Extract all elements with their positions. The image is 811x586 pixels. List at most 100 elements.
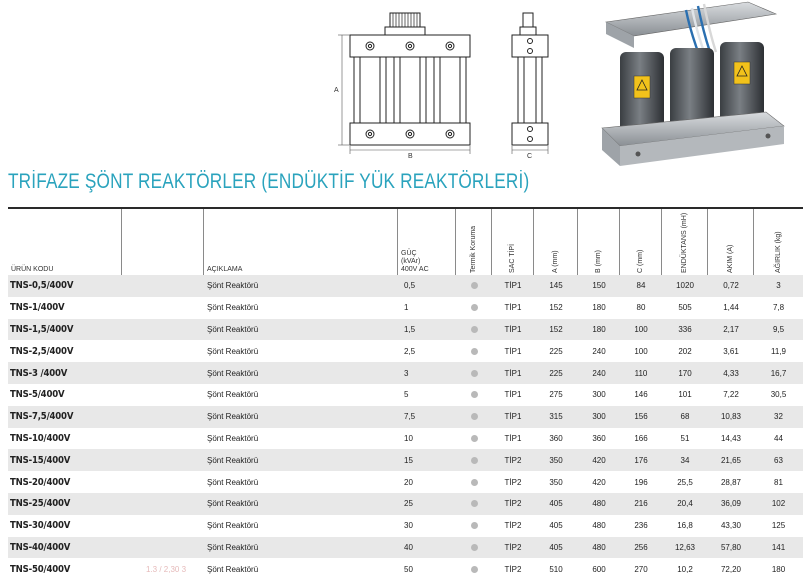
cell-power: 50 [404,564,413,574]
cell-c: 196 [634,477,648,487]
product-table: ÜRÜN KODU AÇIKLAMA GÜÇ (kVAr) 400V AC Te… [8,207,803,581]
cell-b: 180 [592,324,606,334]
cell-code: TNS-3 /400V [10,367,68,379]
cell-inductance: 170 [678,368,692,378]
cell-inductance: 16,8 [677,521,693,531]
cell-thermal [456,406,492,428]
cell-thermal [456,537,492,559]
cell-weight: 30,5 [770,390,787,400]
thermal-dot-icon [470,543,478,551]
header-code-label: ÜRÜN KODU [11,266,54,273]
cell-a: 152 [549,324,563,334]
cell-a: 405 [549,542,563,552]
table-row: TNS-0,5/400V Şönt Reaktörü 0,5 TİP1 145 … [8,275,803,297]
cell-current: 4,33 [723,368,739,378]
cell-weight: 11,9 [771,346,786,356]
cell-c: 100 [634,346,648,356]
cell-weight: 141 [771,542,786,552]
cell-a: 510 [549,564,563,574]
cell-b: 240 [592,368,606,378]
thermal-dot-icon [470,304,478,312]
cell-b: 420 [592,477,606,487]
cell-a: 315 [549,412,563,422]
cell-inductance: 34 [680,455,690,465]
side-view [511,12,549,146]
header-inductance: ENDÜKTANS (mH) [662,209,708,277]
thermal-dot-icon [470,434,478,442]
table-row: TNS-30/400V Şönt Reaktörü 30 TİP2 405 48… [8,514,803,537]
cell-thermal [456,558,492,580]
cell-inductance: 12,63 [674,542,696,552]
cell-desc: Şönt Reaktörü [207,521,259,531]
cell-code: TNS-1,5/400V [10,323,74,335]
cell-code: TNS-0,5/400V [10,280,74,292]
cell-power: 1,5 [404,324,416,334]
cell-weight: 16,7 [770,368,787,378]
header-power-line1: GÜÇ [401,250,417,257]
thermal-dot-icon [470,282,478,290]
cell-weight: 44 [774,433,783,443]
cell-c: 80 [636,303,646,313]
table-row: TNS-1/400V Şönt Reaktörü 1 TİP1 152 180 … [8,296,803,319]
header-code: ÜRÜN KODU [8,209,122,277]
thermal-dot-icon [470,456,478,464]
cell-inductance: 10,2 [677,564,693,574]
cell-c: 110 [634,368,648,378]
cell-a: 350 [549,477,563,487]
cell-desc: Şönt Reaktörü [207,412,259,422]
cell-b: 600 [592,564,606,574]
header-current: AKIM (A) [708,209,754,277]
cell-current: 14,43 [720,433,742,443]
header-current-label: AKIM (A) [726,244,734,273]
header-desc-label: AÇIKLAMA [207,266,243,273]
cell-weight: 7,8 [772,303,785,313]
cell-a: 350 [549,455,563,465]
header-thermal-label: Termik Koruma [469,225,477,273]
cell-thermal [456,428,492,450]
cell-a: 405 [549,521,563,531]
cell-inductance: 202 [678,346,692,356]
cell-b: 480 [592,542,606,552]
cell-weight: 125 [771,521,786,531]
header-sheet-label: SAC TİPİ [508,243,516,273]
cell-code: TNS-5/400V [10,389,65,401]
header-thermal: Termik Koruma [456,209,492,277]
dimension-drawing: A B C [334,12,549,158]
thermal-dot-icon [470,522,478,530]
header-power-line3: 400V AC [401,266,429,273]
cell-power: 5 [404,390,409,400]
cell-thermal [456,471,492,493]
cell-a: 360 [549,433,563,443]
cell-current: 3,61 [723,346,739,356]
cell-b: 180 [592,303,606,313]
cell-a: 275 [549,390,563,400]
cell-power: 2,5 [404,346,416,356]
cell-code: TNS-20/400V [10,476,71,488]
table-row: TNS-25/400V Şönt Reaktörü 25 TİP2 405 48… [8,492,803,515]
cell-current: 21,65 [720,455,742,465]
cell-a: 405 [549,499,563,509]
cell-code: TNS-15/400V [10,454,71,466]
cell-a: 152 [549,303,563,313]
cell-power: 30 [404,521,413,531]
header-c-label: C (mm) [636,249,644,273]
cell-sheet: TİP1 [504,368,522,378]
cell-sheet: TİP2 [504,521,522,531]
cell-power: 20 [404,477,413,487]
cell-desc: Şönt Reaktörü [207,368,259,378]
cell-b: 480 [592,521,606,531]
cell-desc: Şönt Reaktörü [207,281,259,291]
cell-inductance: 1020 [676,281,694,291]
table-row: TNS-15/400V Şönt Reaktörü 15 TİP2 350 42… [8,449,803,472]
table-row: TNS-5/400V Şönt Reaktörü 5 TİP1 275 300 … [8,383,803,406]
cell-code: TNS-1/400V [10,302,65,314]
cell-thermal [456,515,492,537]
cell-power: 40 [404,542,413,552]
cell-weight: 3 [776,281,781,291]
header-weight-label: AĞIRLIK (kg) [774,231,782,273]
cell-current: 36,09 [720,499,742,509]
thermal-dot-icon [470,369,478,377]
header-b: B (mm) [578,209,620,277]
cell-sheet: TİP1 [504,412,522,422]
cell-sheet: TİP2 [504,455,522,465]
